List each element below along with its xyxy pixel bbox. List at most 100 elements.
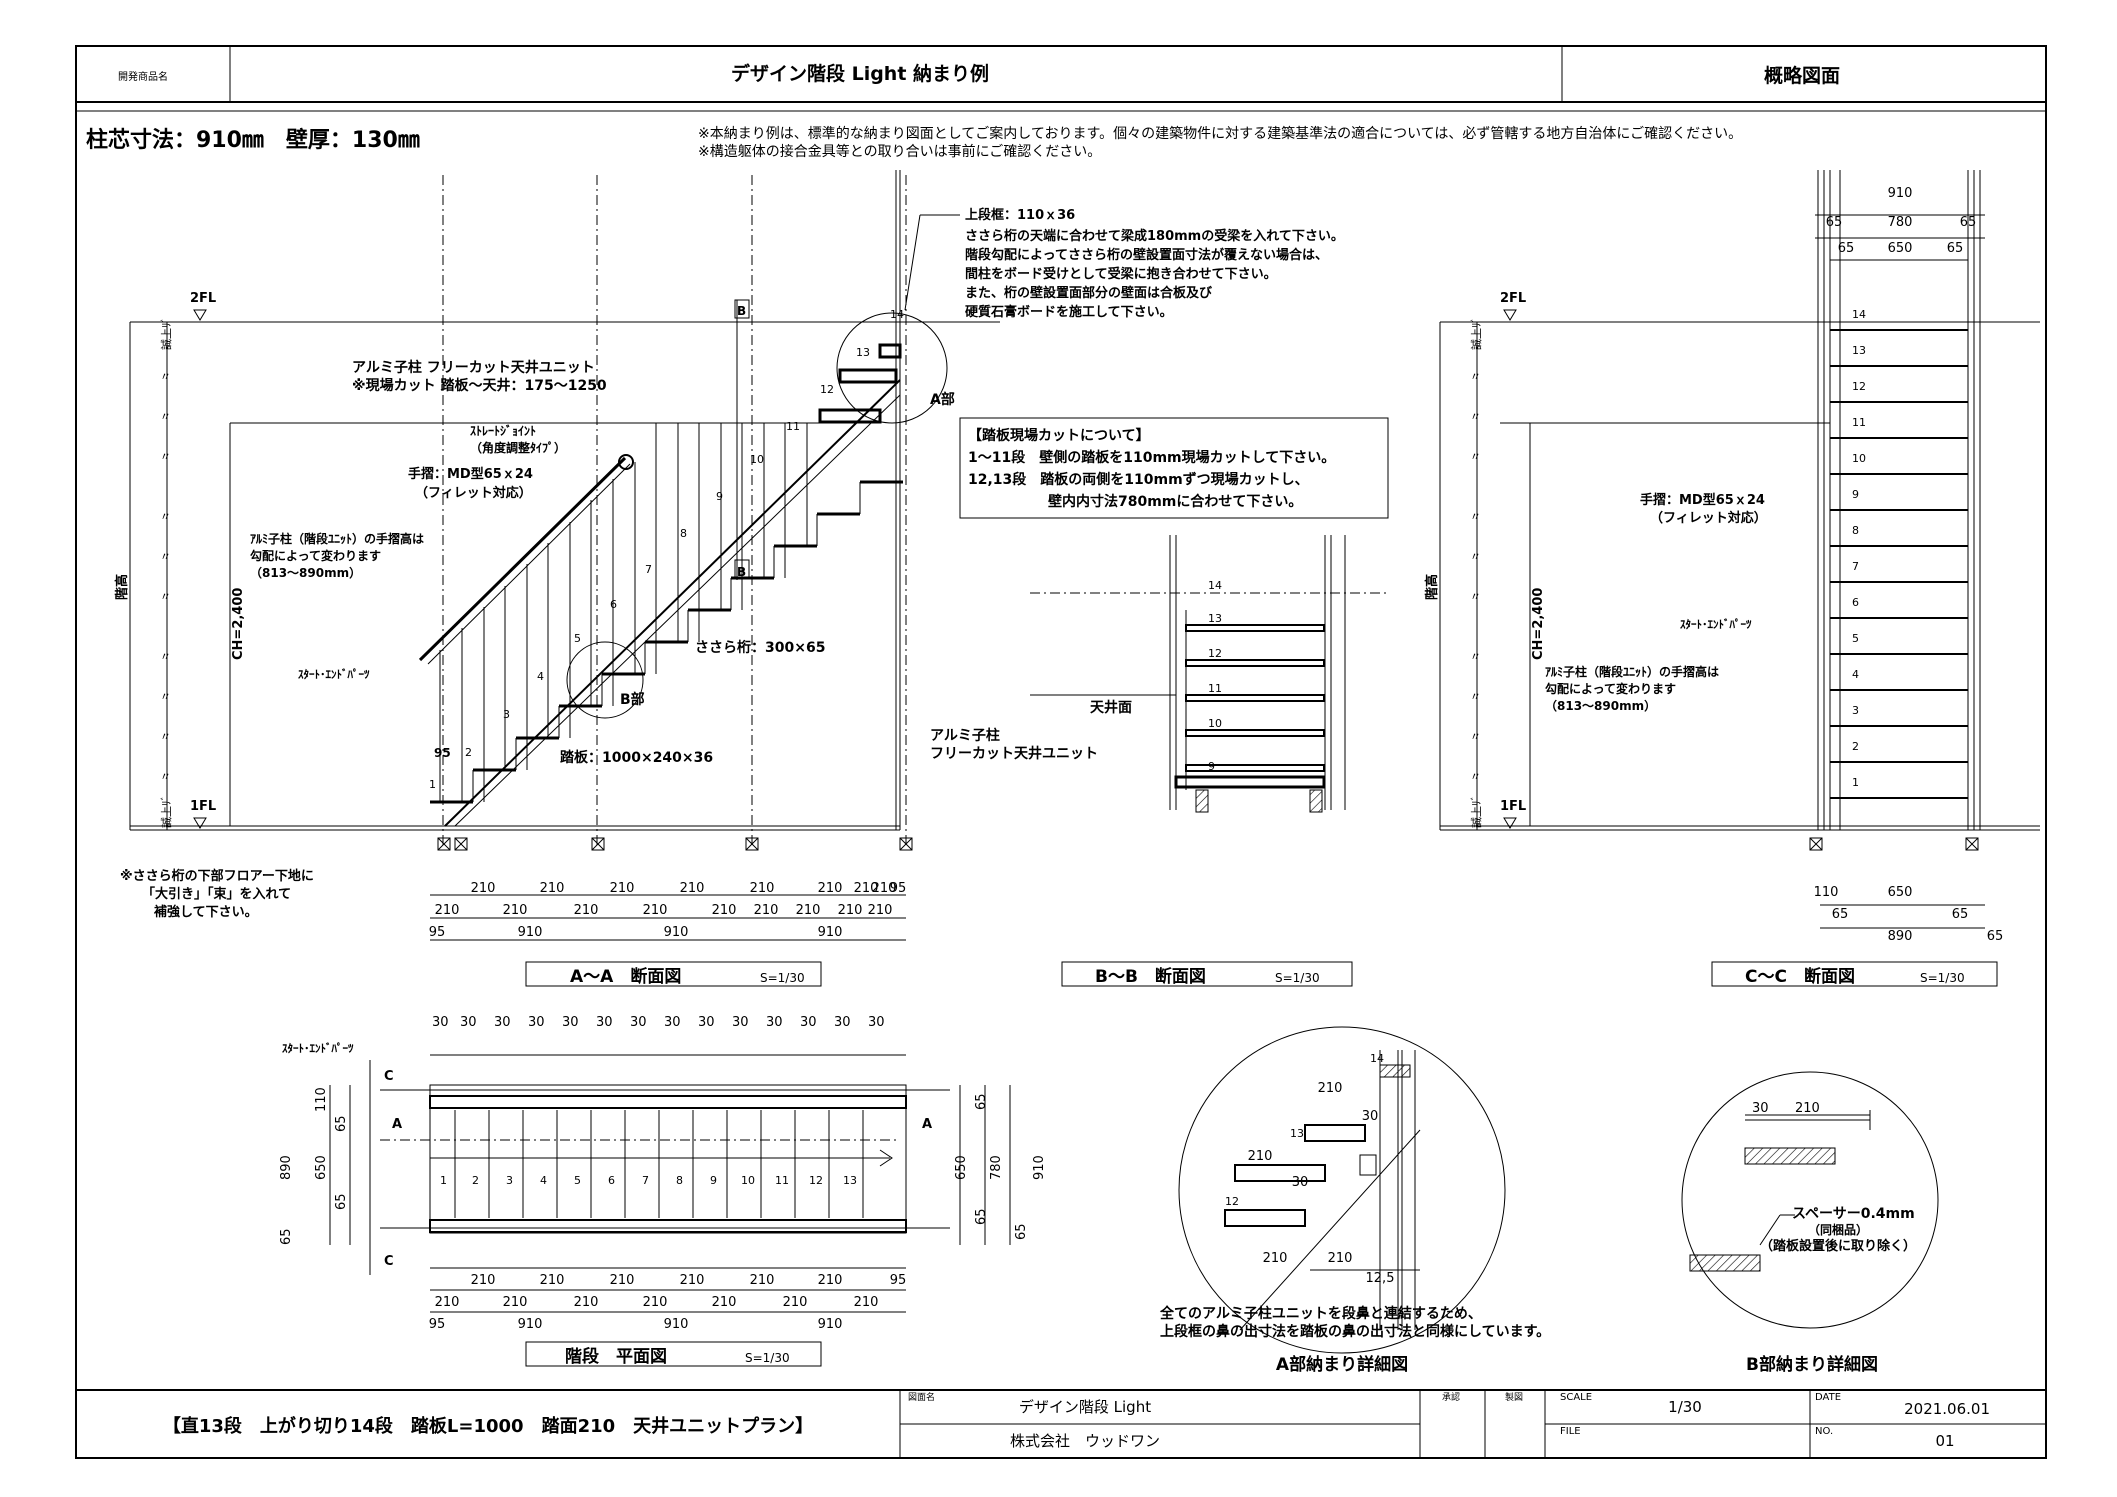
svg-text:5: 5 xyxy=(574,632,581,645)
aa-scale: S=1/30 xyxy=(760,971,805,985)
aa-dim-95: 95 xyxy=(434,746,451,760)
svg-text:210: 210 xyxy=(471,1273,496,1288)
svg-text:890: 890 xyxy=(1888,929,1913,944)
aa-step-numbers: 1 2 3 4 5 6 7 8 9 10 11 12 13 14 xyxy=(429,308,904,791)
svg-text:95: 95 xyxy=(429,1317,446,1332)
svg-text:〃: 〃 xyxy=(1470,550,1481,563)
svg-text:〃: 〃 xyxy=(160,510,171,523)
svg-text:〃: 〃 xyxy=(160,590,171,603)
svg-text:〃: 〃 xyxy=(160,730,171,743)
svg-text:110: 110 xyxy=(1814,885,1839,900)
svg-text:9: 9 xyxy=(1208,760,1215,773)
svg-text:2: 2 xyxy=(472,1174,479,1187)
svg-text:12: 12 xyxy=(1208,647,1222,660)
svg-text:11: 11 xyxy=(1208,682,1222,695)
svg-text:65: 65 xyxy=(1960,215,1977,230)
cc-ditto-marks: 〃 〃 〃 〃 〃 〃 〃 〃 〃 〃 xyxy=(1470,370,1481,783)
svg-text:210: 210 xyxy=(574,1295,599,1310)
aa-unit-note-2: ※現場カット 踏板～天井：175～1250 xyxy=(352,377,607,394)
svg-text:30: 30 xyxy=(528,1015,545,1030)
svg-text:210: 210 xyxy=(610,1273,635,1288)
company-name: 株式会社 ウッドワン xyxy=(1010,1432,1160,1450)
svg-text:〃: 〃 xyxy=(1470,650,1481,663)
plan-a-left: A xyxy=(392,1117,402,1132)
section-aa-geometry xyxy=(129,170,1000,941)
svg-text:5: 5 xyxy=(1852,632,1859,645)
svg-text:210: 210 xyxy=(872,881,897,896)
svg-text:〃: 〃 xyxy=(1470,510,1481,523)
aa-ch: CH=2,400 xyxy=(231,588,246,660)
svg-text:210: 210 xyxy=(503,903,528,918)
svg-text:11: 11 xyxy=(1852,416,1866,429)
upper-notes xyxy=(904,214,960,311)
svg-text:30: 30 xyxy=(630,1015,647,1030)
svg-text:1: 1 xyxy=(1852,776,1859,789)
upper-note-4: また、桁の壁設置面部分の壁面は合板及び xyxy=(965,285,1213,301)
bb-ceiling: 天井面 xyxy=(1090,699,1132,716)
cc-label: C～C 断面図 xyxy=(1745,966,1855,987)
svg-text:210: 210 xyxy=(643,1295,668,1310)
svg-text:1: 1 xyxy=(440,1174,447,1187)
svg-text:〃: 〃 xyxy=(1470,450,1481,463)
svg-text:910: 910 xyxy=(818,1317,843,1332)
svg-text:30: 30 xyxy=(494,1015,511,1030)
svg-text:13: 13 xyxy=(843,1174,857,1187)
cc-post-note-1: ｱﾙﾐ子柱（階段ﾕﾆｯﾄ）の手摺高は xyxy=(1545,664,1719,679)
drawing-title: デザイン階段 Light 納まり例 xyxy=(731,62,989,85)
aa-floor-note-1: ※ささら桁の下部フロアー下地に xyxy=(120,868,314,884)
svg-text:13: 13 xyxy=(856,346,870,359)
svg-text:210: 210 xyxy=(818,1273,843,1288)
aa-handrail-2: （フィレット対応） xyxy=(415,485,532,501)
svg-text:65: 65 xyxy=(974,1093,989,1110)
svg-text:650: 650 xyxy=(954,1155,969,1180)
file-label: FILE xyxy=(1560,1426,1581,1437)
svg-text:6: 6 xyxy=(610,598,617,611)
plan-dims-bottom: 95 910 910 910 xyxy=(429,1317,843,1332)
date-value: 2021.06.01 xyxy=(1904,1400,1990,1418)
plan-start-end: ｽﾀｰﾄ･ｴﾝﾄﾞﾊﾟｰﾂ xyxy=(282,1041,354,1055)
svg-text:210: 210 xyxy=(1248,1149,1273,1164)
cc-scale: S=1/30 xyxy=(1920,971,1965,985)
cc-handrail-1: 手摺：MD型65ｘ24 xyxy=(1640,492,1765,508)
upper-note-1: ささら桁の天端に合わせて梁成180mmの受梁を入れて下さい。 xyxy=(965,228,1344,244)
svg-text:910: 910 xyxy=(518,1317,543,1332)
svg-text:110: 110 xyxy=(314,1087,329,1112)
svg-text:〃: 〃 xyxy=(160,370,171,383)
svg-text:210: 210 xyxy=(680,881,705,896)
svg-text:3: 3 xyxy=(1852,704,1859,717)
svg-text:910: 910 xyxy=(1888,186,1913,201)
header-note-2: ※構造躯体の接合金具等との取り合いは事前にご確認ください。 xyxy=(698,143,1101,160)
svg-text:780: 780 xyxy=(1888,215,1913,230)
svg-text:〃: 〃 xyxy=(1470,590,1481,603)
plan-top-30: 30 30 30 30 30 30 30 30 30 30 30 30 30 3… xyxy=(432,1015,885,1030)
svg-text:210: 210 xyxy=(435,903,460,918)
svg-text:210: 210 xyxy=(868,903,893,918)
svg-text:30: 30 xyxy=(664,1015,681,1030)
detail-a-step-13: 13 xyxy=(1290,1127,1304,1140)
svg-text:9: 9 xyxy=(1852,488,1859,501)
cc-finish-up-top: 誠上ﾘﾞ xyxy=(1470,317,1483,350)
svg-text:12: 12 xyxy=(820,383,834,396)
aa-a-part: A部 xyxy=(930,391,955,408)
svg-text:12,5: 12,5 xyxy=(1366,1271,1395,1286)
svg-text:210: 210 xyxy=(1328,1251,1353,1266)
cut-note-1: 1～11段 壁側の踏板を110mm現場カットして下さい。 xyxy=(968,449,1335,466)
section-bb-geometry xyxy=(1030,535,1390,813)
cc-1fl: 1FL xyxy=(1500,799,1526,814)
date-label: DATE xyxy=(1815,1392,1841,1403)
svg-text:7: 7 xyxy=(1852,560,1859,573)
detail-b-spacer-2: （同梱品） xyxy=(1808,1222,1868,1237)
detail-b-d210: 210 xyxy=(1795,1101,1820,1116)
svg-text:30: 30 xyxy=(562,1015,579,1030)
svg-text:30: 30 xyxy=(868,1015,885,1030)
detail-b-label: B部納まり詳細図 xyxy=(1746,1354,1878,1375)
aa-joint-note-2: （角度調整ﾀｲﾌﾟ） xyxy=(470,440,566,455)
detail-a-step-14: 14 xyxy=(1370,1052,1384,1065)
cc-start-end: ｽﾀｰﾄ･ｴﾝﾄﾞﾊﾟｰﾂ xyxy=(1680,617,1752,631)
svg-text:〃: 〃 xyxy=(1470,690,1481,703)
plan-summary: 【直13段 上がり切り14段 踏板L=1000 踏面210 天井ユニットプラン】 xyxy=(163,1415,813,1437)
svg-text:210: 210 xyxy=(435,1295,460,1310)
svg-text:〃: 〃 xyxy=(1470,410,1481,423)
bb-label: B～B 断面図 xyxy=(1095,966,1206,987)
plan-step-numbers: 1 2 3 4 5 6 7 8 9 10 11 12 13 xyxy=(440,1174,857,1187)
